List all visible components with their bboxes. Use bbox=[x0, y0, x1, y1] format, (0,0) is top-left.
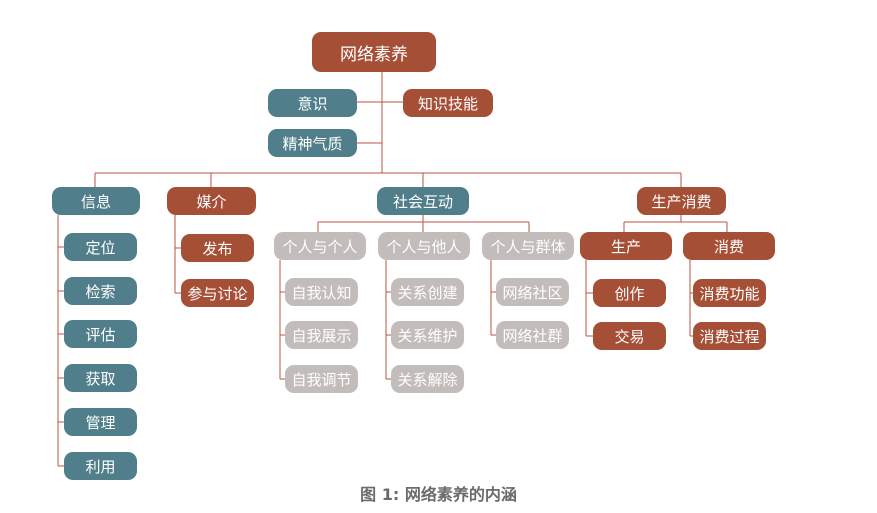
social-item: 自我认知 bbox=[285, 278, 358, 306]
social-item: 关系解除 bbox=[391, 365, 464, 393]
consume-item: 创作 bbox=[593, 279, 666, 307]
node-social-interaction: 社会互动 bbox=[377, 187, 469, 215]
consume-group: 生产 bbox=[580, 232, 672, 260]
node-production-consumption: 生产消费 bbox=[637, 187, 726, 215]
info-item: 获取 bbox=[64, 364, 137, 392]
social-item: 关系维护 bbox=[391, 321, 464, 349]
node-ethos: 精神气质 bbox=[268, 129, 357, 157]
node-media: 媒介 bbox=[167, 187, 256, 215]
media-item: 参与讨论 bbox=[181, 279, 254, 307]
node-awareness: 意识 bbox=[268, 89, 357, 117]
info-item: 利用 bbox=[64, 452, 137, 480]
media-item: 发布 bbox=[181, 234, 254, 262]
node-information: 信息 bbox=[52, 187, 140, 215]
social-item: 自我调节 bbox=[285, 365, 358, 393]
social-group: 个人与他人 bbox=[378, 232, 470, 260]
info-item: 评估 bbox=[64, 320, 137, 348]
social-item: 网络社群 bbox=[496, 321, 569, 349]
social-group: 个人与群体 bbox=[482, 232, 574, 260]
social-item: 关系创建 bbox=[391, 278, 464, 306]
node-knowledge-skills: 知识技能 bbox=[403, 89, 493, 117]
info-item: 管理 bbox=[64, 408, 137, 436]
consume-item: 交易 bbox=[593, 322, 666, 350]
info-item: 检索 bbox=[64, 277, 137, 305]
info-item: 定位 bbox=[64, 233, 137, 261]
consume-group: 消费 bbox=[683, 232, 775, 260]
root-node: 网络素养 bbox=[312, 32, 436, 72]
social-item: 自我展示 bbox=[285, 321, 358, 349]
social-group: 个人与个人 bbox=[274, 232, 366, 260]
figure-caption: 图 1: 网络素养的内涵 bbox=[360, 485, 517, 504]
consume-item: 消费过程 bbox=[693, 322, 766, 350]
social-item: 网络社区 bbox=[496, 278, 569, 306]
consume-item: 消费功能 bbox=[693, 279, 766, 307]
